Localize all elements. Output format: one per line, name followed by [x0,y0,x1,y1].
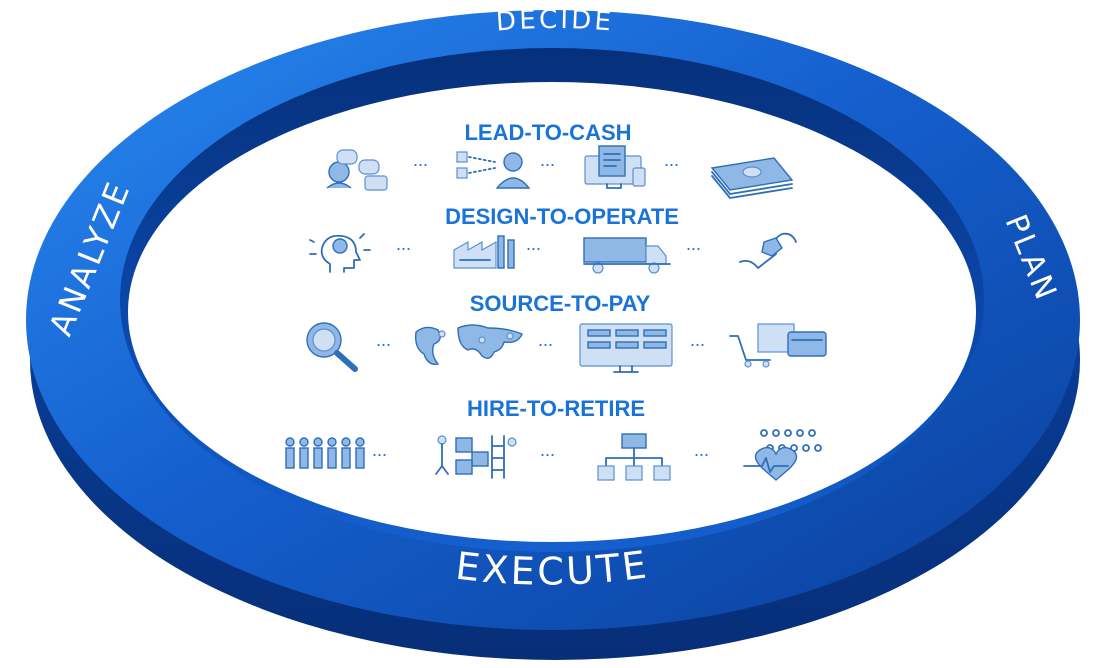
process-title: HIRE-TO-RETIRE [467,396,645,421]
connector-dots: ... [540,150,555,170]
process-row-lead-to-cash: LEAD-TO-CASH ... ... ... [326,120,794,199]
connector-dots: ... [690,330,705,350]
delivery-truck-icon [583,237,671,274]
customer-chat-icon [326,149,388,191]
connector-dots: ... [413,150,428,170]
connector-dots: ... [664,150,679,170]
employee-health-icon [743,429,822,481]
process-title: LEAD-TO-CASH [464,120,631,145]
maintenance-wrench-icon [739,232,797,269]
connector-dots: ... [540,440,555,460]
process-title: SOURCE-TO-PAY [470,291,651,316]
process-row-source-to-pay: SOURCE-TO-PAY ... ... ... [306,291,827,373]
ring-label-decide: DECIDE [495,5,615,38]
ring-label-execute: EXECUTE [453,542,651,593]
cart-payment-icon [729,323,827,368]
connector-dots: ... [376,330,391,350]
cash-stack-icon [710,157,794,199]
connector-dots: ... [372,440,387,460]
desktop-invoice-icon [584,145,646,189]
organization-people-icon [456,151,531,189]
magnifier-icon [306,322,358,372]
connector-dots: ... [694,440,709,460]
idea-head-icon [309,233,371,273]
collaboration-puzzle-icon [435,435,517,479]
process-row-design-to-operate: DESIGN-TO-OPERATE ... ... ... [309,204,797,274]
process-row-hire-to-retire: HIRE-TO-RETIRE ... ... [285,396,822,481]
connector-dots: ... [538,330,553,350]
connector-dots: ... [396,234,411,254]
team-people-icon [285,437,365,469]
world-map-icon [414,324,523,365]
factory-icon [453,235,515,269]
monitor-catalog-icon [579,323,673,373]
org-chart-icon [597,433,671,481]
process-title: DESIGN-TO-OPERATE [445,204,679,229]
connector-dots: ... [686,234,701,254]
connector-dots: ... [526,234,541,254]
